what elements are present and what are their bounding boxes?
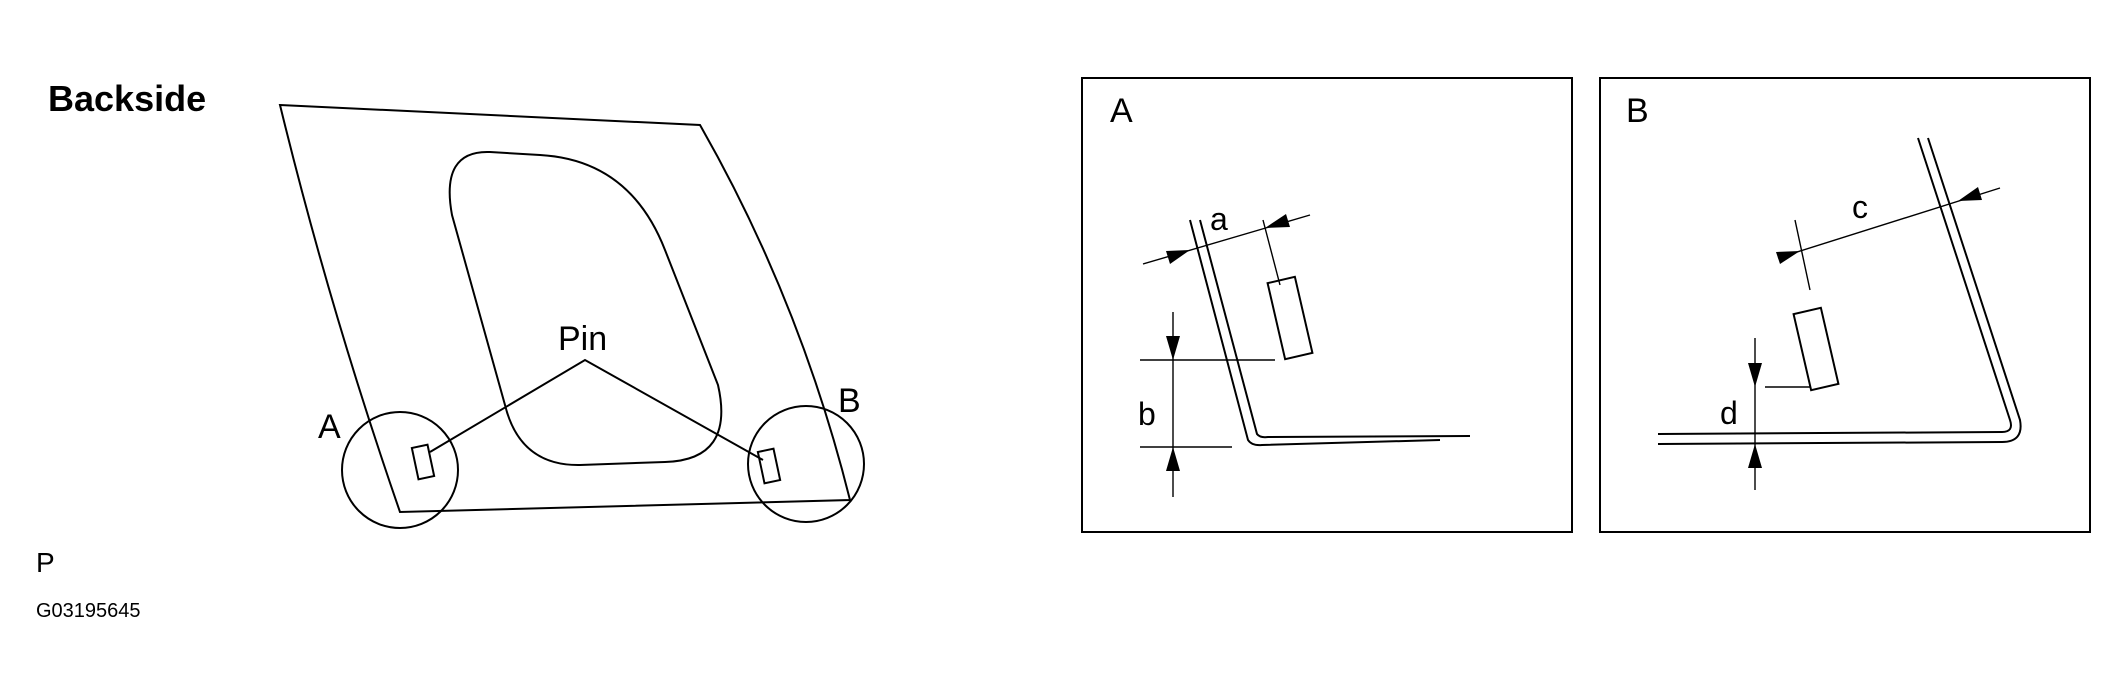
detail-a-title: A xyxy=(1110,92,1133,130)
glass-edge-outer xyxy=(1189,219,1441,447)
inner-opening xyxy=(448,150,723,467)
dim-c-arrow-right xyxy=(1958,187,1982,201)
detail-b: B c d xyxy=(1599,77,2091,533)
dim-b-arrow-bottom xyxy=(1166,447,1180,471)
dim-b-arrow-top xyxy=(1166,336,1180,360)
dim-a-arrow-right xyxy=(1265,214,1290,228)
dim-c-label: c xyxy=(1852,189,1868,225)
detail-b-title: B xyxy=(1626,92,1649,130)
view-title: Backside xyxy=(48,78,206,119)
dim-a-extension xyxy=(1262,219,1281,286)
figure-code: G03195645 xyxy=(36,600,141,622)
glass-outline xyxy=(278,103,852,514)
dim-d-arrow-top xyxy=(1748,363,1762,387)
pin-label: Pin xyxy=(558,320,607,358)
dim-a-label: a xyxy=(1210,201,1228,237)
dim-d-arrow-bottom xyxy=(1748,444,1762,468)
detail-b-frame xyxy=(1599,77,2091,533)
main-view: Backside Pin A B P G03195645 xyxy=(36,78,865,622)
detail-circle-b xyxy=(747,405,865,523)
p-label: P xyxy=(36,547,55,578)
dim-c-arrow-left xyxy=(1776,251,1800,264)
detail-circle-a xyxy=(341,411,459,529)
circle-b-label: B xyxy=(838,382,861,420)
detail-a-pin xyxy=(1266,275,1314,361)
dim-a-arrow-left xyxy=(1166,250,1190,264)
pin-leader xyxy=(429,358,764,461)
dim-b-label: b xyxy=(1138,396,1156,432)
glass-edge-outer-b xyxy=(1657,137,2012,435)
glass-edge-inner xyxy=(1199,219,1471,439)
detail-a-frame xyxy=(1081,77,1573,533)
circle-a-label: A xyxy=(318,408,341,446)
glass-edge-inner-b xyxy=(1657,137,2022,445)
detail-b-pin xyxy=(1792,306,1840,392)
detail-a: A a b xyxy=(1081,77,1573,533)
dim-d-label: d xyxy=(1720,395,1738,431)
pin-a xyxy=(410,443,436,481)
dim-c-extension xyxy=(1794,219,1811,291)
pin-b xyxy=(756,447,782,485)
